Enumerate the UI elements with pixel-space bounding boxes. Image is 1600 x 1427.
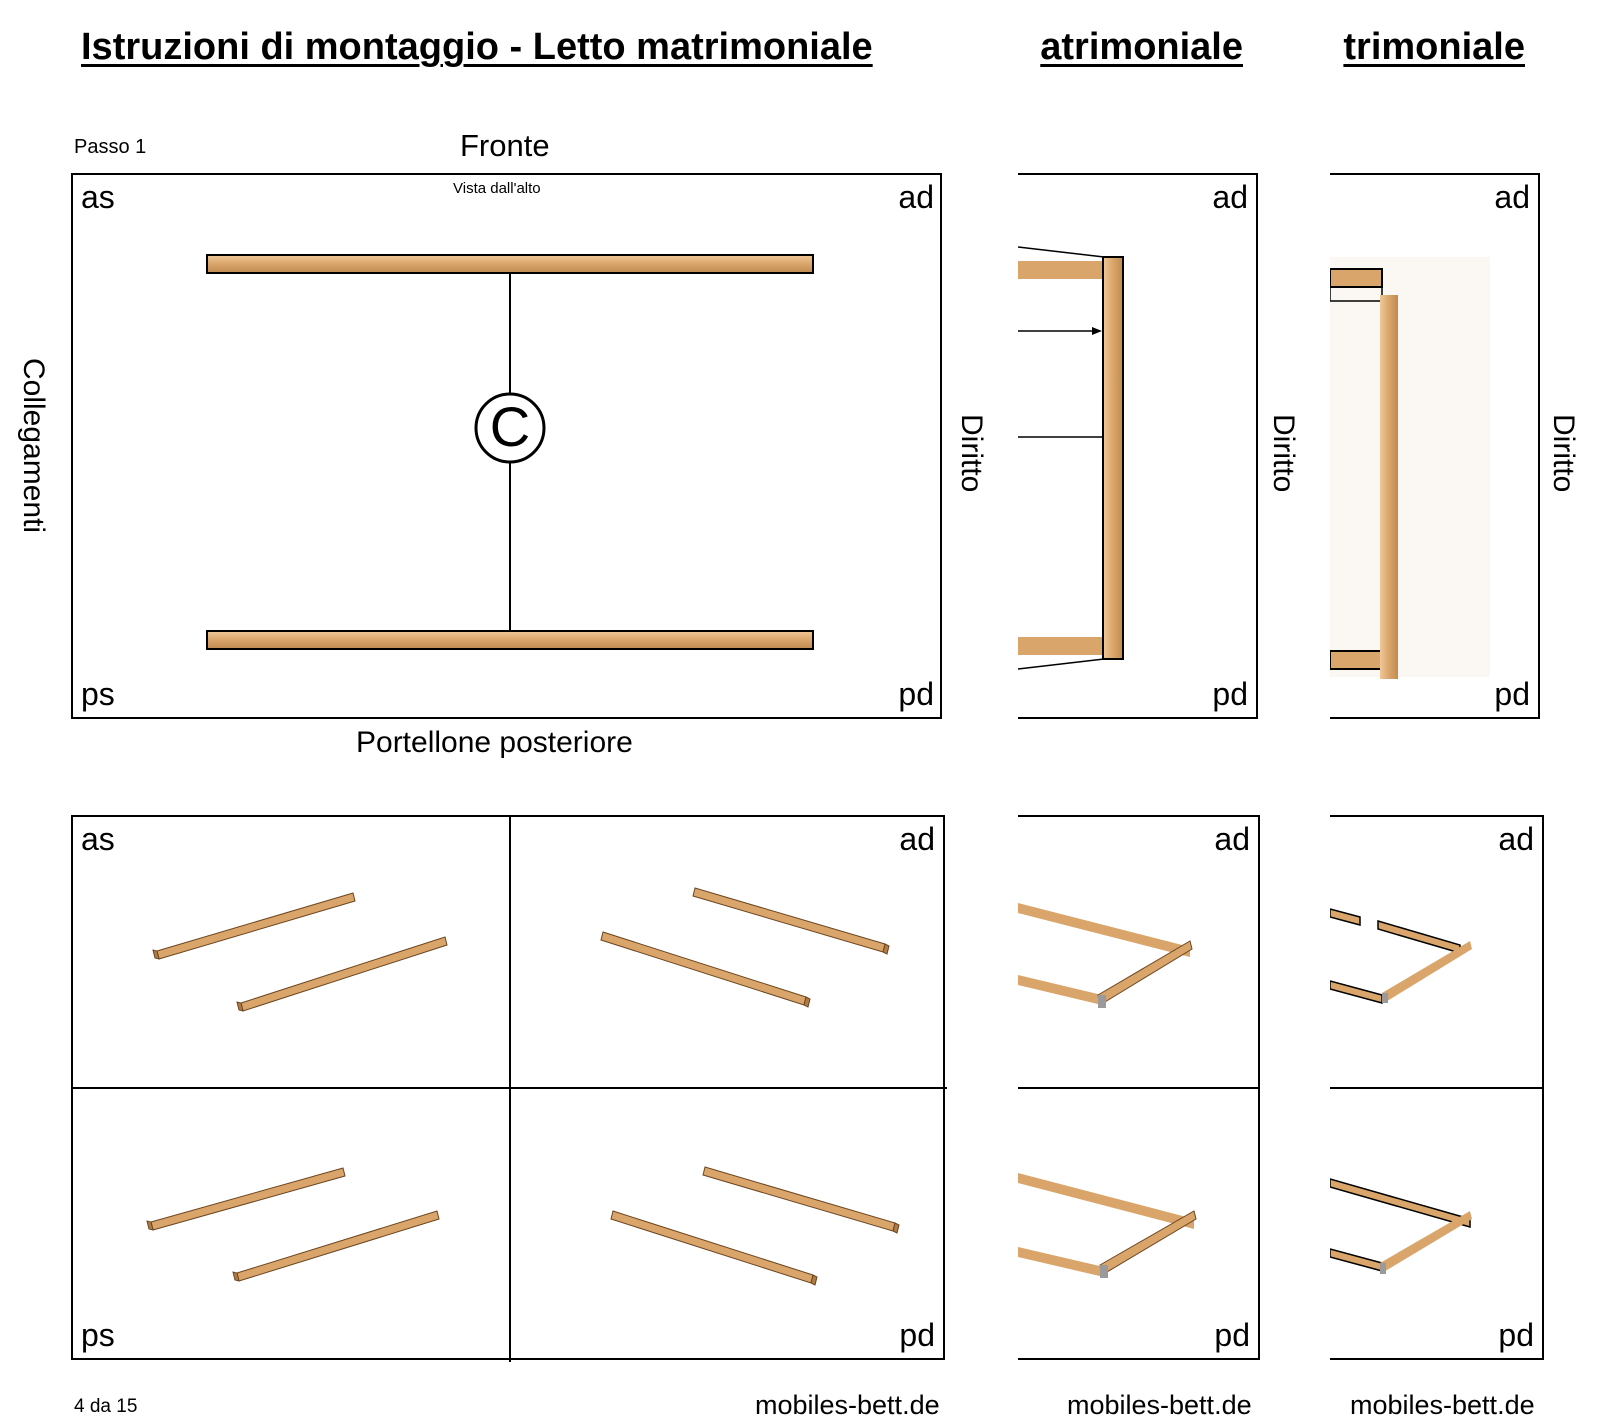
title-fragment-3-wrap: trimoniale: [1325, 20, 1525, 80]
rear-label: Portellone posteriore: [356, 726, 633, 759]
rear-beam: [206, 630, 814, 650]
front-beam: [206, 254, 814, 274]
beams-quadrant-pd: [610, 1166, 900, 1286]
top-view-panel-3: ad pd: [1330, 173, 1540, 719]
corner-label-ad-3: ad: [1494, 179, 1530, 215]
corner-label-as: as: [81, 179, 115, 215]
shadow-area: [1330, 257, 1490, 677]
side-label-right-3: Diritto: [1547, 414, 1580, 493]
title-fragment-2-wrap: atrimoniale: [1013, 20, 1243, 80]
beam-stub-bottom: [1018, 637, 1104, 655]
side-beam: [1102, 256, 1124, 660]
website-link[interactable]: mobiles-bett.de: [755, 1390, 940, 1420]
iso-corner-label-ps: ps: [81, 1317, 115, 1353]
iso-corner-label-pd-3: pd: [1498, 1317, 1534, 1353]
iso-corner-label-as: as: [81, 821, 115, 857]
page-number: 4 da 15: [74, 1396, 138, 1417]
beam-stub-top-3: [1330, 268, 1383, 288]
iso-corner-label-ad-2: ad: [1214, 821, 1250, 857]
front-label: Fronte: [460, 128, 550, 163]
top-view-drawing: [206, 254, 814, 650]
isometric-grid: as ad ps pd: [71, 815, 947, 1362]
iso-corner-label-ad-3: ad: [1498, 821, 1534, 857]
iso-corner-label-pd: pd: [899, 1317, 935, 1353]
beam-stub-bottom-3: [1330, 650, 1383, 670]
side-label-right-1: Diritto: [955, 414, 988, 493]
isometric-drawing-3: [1330, 908, 1544, 1274]
page-title: Istruzioni di montaggio - Letto matrimon…: [81, 26, 873, 68]
side-label-right-2: Diritto: [1267, 414, 1300, 493]
connector-symbol: C: [489, 395, 531, 458]
page-title-fragment-2: atrimoniale: [1040, 26, 1243, 68]
iso-corner-label-pd-2: pd: [1214, 1317, 1250, 1353]
view-label: Vista dall'alto: [453, 180, 541, 197]
top-view-drawing-3: [1330, 257, 1490, 679]
side-label-left: Collegamenti: [17, 358, 50, 534]
top-view-panel-2: ad pd: [1018, 173, 1258, 719]
page-title-fragment-3: trimoniale: [1343, 26, 1525, 68]
website-link-2[interactable]: mobiles-bett.de: [1067, 1390, 1252, 1420]
corner-label-pd-2: pd: [1212, 676, 1248, 712]
isometric-drawing: [73, 817, 947, 1362]
connector-symbol-circle: [474, 392, 546, 464]
corner-label-pd: pd: [898, 676, 934, 712]
isometric-drawing-2: [1018, 903, 1260, 1278]
iso-corner-label-ad: ad: [899, 821, 935, 857]
corner-label-ad: ad: [898, 179, 934, 215]
beams-quadrant-ad: [600, 887, 890, 1008]
step-label: Passo 1: [74, 136, 147, 158]
website-link-3[interactable]: mobiles-bett.de: [1350, 1390, 1535, 1420]
corner-label-ps: ps: [81, 676, 115, 712]
side-beam-3: [1380, 295, 1398, 679]
isometric-grid-3: ad pd: [1330, 815, 1544, 1360]
top-view-panel: Vista dall'alto as ad ps pd C: [71, 173, 942, 719]
beams-quadrant-ps: [146, 1167, 440, 1282]
isometric-grid-2: ad pd: [1018, 815, 1260, 1360]
top-view-drawing-2: [1018, 246, 1124, 670]
corner-label-pd-3: pd: [1494, 676, 1530, 712]
beam-stub-top: [1018, 261, 1104, 279]
beams-quadrant-as: [152, 892, 448, 1012]
corner-label-ad-2: ad: [1212, 179, 1248, 215]
